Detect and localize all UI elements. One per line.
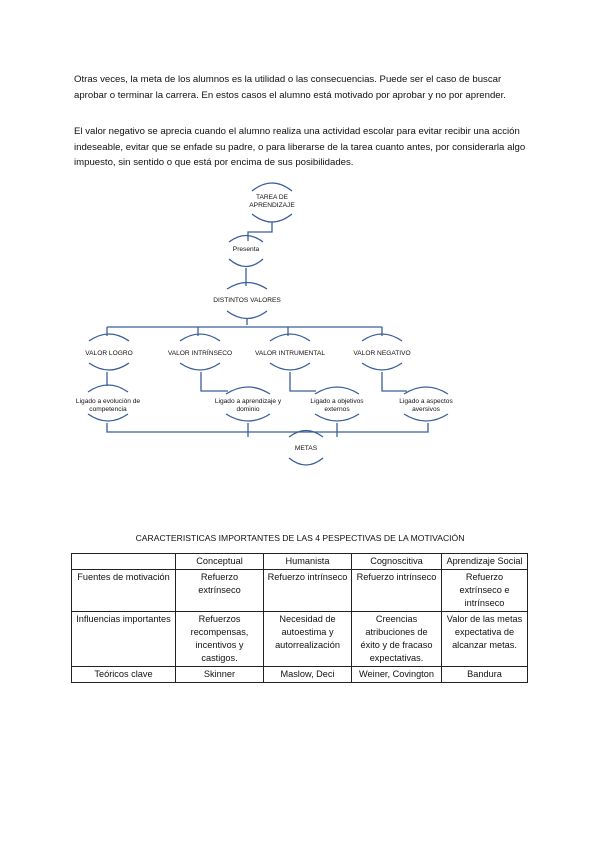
goal-bottom-arc bbox=[288, 457, 324, 466]
value-logro-bottom-arc bbox=[88, 362, 130, 371]
motivation-values-diagram: TAREA DE APRENDIZAJE Presenta DISTINTOS … bbox=[76, 182, 453, 466]
middle-top-arc bbox=[226, 281, 268, 290]
link-bottom-arc bbox=[228, 258, 264, 268]
value-intrinseco-bottom-arc bbox=[179, 362, 221, 371]
root-label-line2: APRENDIZAJE bbox=[249, 202, 295, 209]
table-cell: Refuerzo intrínseco bbox=[351, 569, 442, 612]
detail-instrumental-bottom-arc bbox=[314, 413, 360, 422]
table-cell: Bandura bbox=[441, 666, 528, 683]
root-top-arc bbox=[251, 182, 293, 192]
table-header-row: Conceptual Humanista Cognoscitiva Aprend… bbox=[71, 553, 528, 570]
table-cell: Valor de las metas expectativa de alcanz… bbox=[441, 611, 528, 667]
detail-negativo-line2: aversivos bbox=[412, 406, 441, 413]
table-cell: Skinner bbox=[175, 666, 264, 683]
row-label-influencias: Influencias importantes bbox=[71, 611, 176, 667]
row-label-fuentes: Fuentes de motivación bbox=[71, 569, 176, 612]
value-negativo-bottom-arc bbox=[361, 362, 403, 371]
value-negativo-label: VALOR NEGATIVO bbox=[353, 350, 410, 357]
detail-instrumental-line1: Ligado a objetivos bbox=[310, 398, 364, 405]
root-connector bbox=[247, 222, 273, 241]
table-cell: Refuerzos recompensas, incentivos y cast… bbox=[175, 611, 264, 667]
table-cell: Weiner, Covington bbox=[351, 666, 442, 683]
goal-top-arc bbox=[288, 429, 324, 438]
header-cell-aprendizaje-social: Aprendizaje Social bbox=[441, 553, 528, 570]
table-row: Fuentes de motivación Refuerzo extrínsec… bbox=[71, 569, 528, 612]
table-cell: Maslow, Deci bbox=[263, 666, 352, 683]
link-top-arc bbox=[228, 234, 264, 243]
detail-intrinseco-line1: Ligado a aprendizaje y bbox=[215, 398, 282, 405]
table-cell: Refuerzo extrínseco bbox=[175, 569, 264, 612]
row-label-teoricos: Teóricos clave bbox=[71, 666, 176, 683]
detail-intrinseco-top-arc bbox=[225, 386, 271, 395]
value-instrumental-bottom-arc bbox=[269, 362, 311, 371]
table-cell: Refuerzo extrínseco e intrínseco bbox=[441, 569, 528, 612]
table-row: Teóricos clave Skinner Maslow, Deci Wein… bbox=[71, 666, 528, 683]
table-row: Influencias importantes Refuerzos recomp… bbox=[71, 611, 528, 667]
detail-instrumental-top-arc bbox=[314, 386, 360, 395]
detail-negativo-top-arc bbox=[403, 386, 449, 395]
value-logro-top-arc bbox=[88, 333, 130, 342]
detail-intrinseco-line2: dominio bbox=[236, 406, 259, 413]
motivation-perspectives-table: Conceptual Humanista Cognoscitiva Aprend… bbox=[71, 553, 528, 683]
value-intrinseco-label: VALOR INTRÍNSECO bbox=[168, 348, 232, 357]
header-cell-humanista: Humanista bbox=[263, 553, 352, 570]
detail-logro-line1: Ligado a evolución de bbox=[76, 398, 140, 405]
detail-logro-bottom-arc bbox=[87, 413, 129, 422]
table-cell: Creencias atribuciones de éxito y de fra… bbox=[351, 611, 442, 667]
link-label: Presenta bbox=[233, 246, 260, 253]
detail-intrinseco-bottom-arc bbox=[225, 413, 271, 422]
paragraph-negative-value: El valor negativo se aprecia cuando el a… bbox=[74, 126, 526, 169]
detail-logro-line2: competencia bbox=[89, 406, 127, 413]
header-cell-cognoscitiva: Cognoscitiva bbox=[351, 553, 442, 570]
paragraph-utility-goal: Otras veces, la meta de los alumnos es l… bbox=[74, 74, 506, 101]
header-cell-conceptual: Conceptual bbox=[175, 553, 264, 570]
table-cell: Necesidad de autoestima y autorrealizaci… bbox=[263, 611, 352, 667]
value-instrumental-top-arc bbox=[269, 333, 311, 342]
detail-instrumental-line2: externos bbox=[324, 406, 350, 413]
middle-bottom-arc bbox=[226, 310, 268, 320]
table-cell: Refuerzo intrínseco bbox=[263, 569, 352, 612]
value-negativo-top-arc bbox=[361, 333, 403, 342]
table-title: CARACTERISTICAS IMPORTANTES DE LAS 4 PES… bbox=[135, 533, 465, 543]
value-instrumental-label: VALOR INTRUMENTAL bbox=[255, 350, 325, 357]
metas-bus bbox=[106, 423, 429, 433]
detail-logro-top-arc bbox=[87, 384, 129, 393]
value-intrinseco-top-arc bbox=[179, 333, 221, 342]
root-bottom-arc bbox=[251, 213, 293, 223]
detail-negativo-bottom-arc bbox=[403, 413, 449, 422]
value-logro-label: VALOR LOGRO bbox=[85, 350, 133, 357]
middle-label: DISTINTOS VALORES bbox=[213, 297, 281, 304]
goal-label: METAS bbox=[295, 445, 318, 452]
root-label-line1: TAREA DE bbox=[256, 194, 289, 201]
header-cell-empty bbox=[71, 553, 176, 570]
detail-negativo-line1: Ligado a aspectos bbox=[399, 398, 453, 405]
